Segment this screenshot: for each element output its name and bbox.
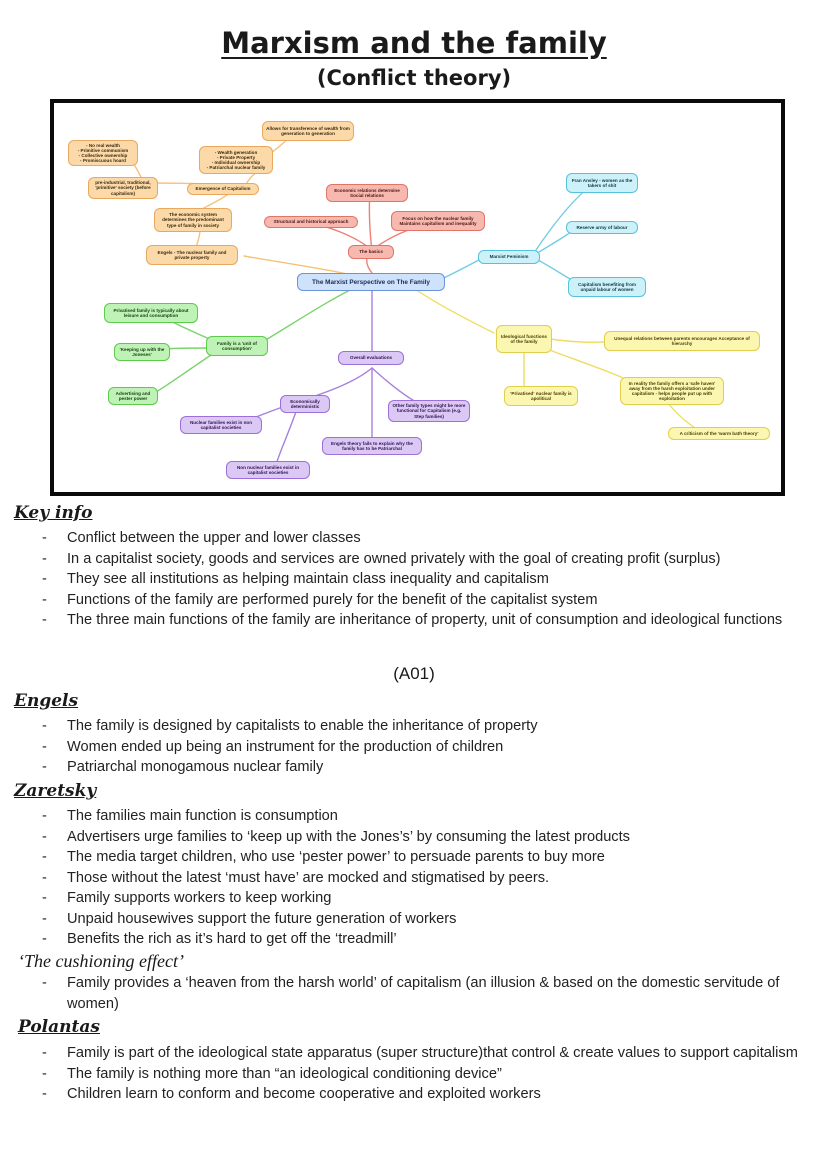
heading-cushioning: ‘The cushioning effect’ bbox=[18, 951, 184, 971]
node-focus: Focus on how the nuclear family Maintain… bbox=[391, 211, 485, 231]
list-item: The family is nothing more than “an ideo… bbox=[0, 1064, 828, 1085]
polantas-list: Family is part of the ideological state … bbox=[0, 1043, 828, 1105]
list-item: The families main function is consumptio… bbox=[0, 806, 828, 827]
page-title: Marxism and the family bbox=[221, 26, 607, 60]
node-basics: The basics bbox=[348, 245, 394, 259]
node-unit-consumption: Family is a 'unit of consumption' bbox=[206, 336, 268, 356]
node-reserve: Reserve army of labour bbox=[566, 221, 638, 234]
node-center: The Marxist Perspective on The Family bbox=[297, 273, 445, 291]
node-fran-ansley: Fran Ansley - women as the takers of shi… bbox=[566, 173, 638, 193]
node-ideological: Ideological functions of the family bbox=[496, 325, 552, 353]
node-safe-haven: In reality the family offers a 'safe hav… bbox=[620, 377, 724, 405]
list-item: They see all institutions as helping mai… bbox=[0, 569, 828, 590]
heading-zaretsky: Zaretsky bbox=[14, 781, 97, 801]
node-marxist-feminism: Marxist Feminism bbox=[478, 250, 540, 264]
node-privatised-leisure: Privatised family is typically about lei… bbox=[104, 303, 198, 323]
node-nuclear-noncap: Nuclear families exist in non capitalist… bbox=[180, 416, 262, 434]
zaretsky-list: The families main function is consumptio… bbox=[0, 806, 828, 950]
heading-polantas: Polantas bbox=[18, 1017, 100, 1037]
node-structural: Structural and historical approach bbox=[264, 216, 358, 228]
node-pre-industrial: pre-industrial, traditional, 'primitive'… bbox=[88, 177, 158, 199]
key-info-list: Conflict between the upper and lower cla… bbox=[0, 528, 828, 631]
node-wealth-generation: - Wealth generation - Private Property -… bbox=[199, 146, 273, 174]
list-item: Family provides a ‘heaven from the harsh… bbox=[0, 973, 828, 1014]
node-emergence: Emergence of Capitalism bbox=[187, 183, 259, 195]
engels-list: The family is designed by capitalists to… bbox=[0, 716, 828, 778]
list-item: In a capitalist society, goods and servi… bbox=[0, 549, 828, 570]
ao-label: (A01) bbox=[393, 664, 435, 683]
node-overall: Overall evaluations bbox=[338, 351, 404, 365]
heading-engels: Engels bbox=[14, 691, 79, 711]
node-transference: Allows for transference of wealth from g… bbox=[262, 121, 354, 141]
heading-key-info: Key info bbox=[14, 503, 93, 523]
list-item: Functions of the family are performed pu… bbox=[0, 590, 828, 611]
node-warm-bath: A criticism of the 'warm bath theory' bbox=[668, 427, 770, 440]
node-advertising: Advertising and pester power bbox=[108, 387, 158, 405]
node-patriarchal: Engels theory fails to explain why the f… bbox=[322, 437, 422, 455]
list-item: Benefits the rich as it’s hard to get of… bbox=[0, 929, 828, 950]
page-subtitle: (Conflict theory) bbox=[316, 66, 512, 90]
list-item: Family is part of the ideological state … bbox=[0, 1043, 828, 1064]
list-item: Family supports workers to keep working bbox=[0, 888, 828, 909]
node-privatised-apolitical: 'Privatised' nuclear family is apolitica… bbox=[504, 386, 578, 406]
list-item: The media target children, who use ‘pest… bbox=[0, 847, 828, 868]
node-econ-determ: Economically deterministic bbox=[280, 395, 330, 413]
node-unequal: Unequal relations between parents encour… bbox=[604, 331, 760, 351]
node-no-real-wealth: - No real wealth - Primitive communism -… bbox=[68, 140, 138, 166]
cushioning-list: Family provides a ‘heaven from the harsh… bbox=[0, 973, 828, 1014]
node-economic-system: The economic system determines the predo… bbox=[154, 208, 232, 232]
list-item: Children learn to conform and become coo… bbox=[0, 1084, 828, 1105]
list-item: Advertisers urge families to ‘keep up wi… bbox=[0, 827, 828, 848]
node-other-family: Other family types might be more functio… bbox=[388, 400, 470, 422]
node-engels: Engels - The nuclear family and private … bbox=[146, 245, 238, 265]
list-item: The three main functions of the family a… bbox=[0, 610, 828, 631]
node-econ-relations: Economic relations determine Social rela… bbox=[326, 184, 408, 202]
list-item: The family is designed by capitalists to… bbox=[0, 716, 828, 737]
list-item: Those without the latest ‘must have’ are… bbox=[0, 868, 828, 889]
list-item: Unpaid housewives support the future gen… bbox=[0, 909, 828, 930]
node-keeping-up: 'Keeping up with the Joneses' bbox=[114, 343, 170, 361]
node-cap-benefiting: Capitalism benefiting from unpaid labour… bbox=[568, 277, 646, 297]
list-item: Patriarchal monogamous nuclear family bbox=[0, 757, 828, 778]
list-item: Women ended up being an instrument for t… bbox=[0, 737, 828, 758]
node-non-nuclear: Non nuclear families exist in capitalist… bbox=[226, 461, 310, 479]
mind-map: Allows for transference of wealth from g… bbox=[50, 99, 785, 496]
list-item: Conflict between the upper and lower cla… bbox=[0, 528, 828, 549]
